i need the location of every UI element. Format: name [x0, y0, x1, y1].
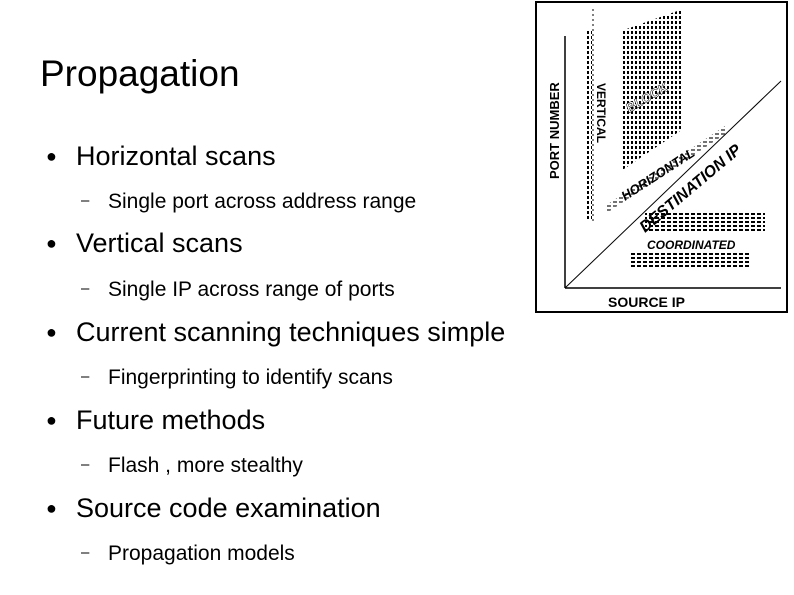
y-axis-label: PORT NUMBER — [547, 82, 562, 179]
slide-title: Propagation — [40, 53, 240, 94]
sub-bullet-text: Single port across address range — [108, 190, 417, 213]
coordinated-region-label: COORDINATED — [647, 238, 736, 252]
bullet-text: Future methods — [76, 405, 266, 435]
horizontal-scan-mark — [605, 126, 727, 213]
sub-bullet-text: Fingerprinting to identify scans — [108, 366, 393, 389]
coordinated-scan-mark — [645, 213, 765, 233]
bullet-dot-icon: ● — [46, 410, 57, 430]
bullet-text: Current scanning techniques simple — [76, 317, 506, 347]
bullet-dot-icon: ● — [46, 498, 57, 518]
coordinated-scan-mark — [631, 251, 751, 269]
dash-icon: – — [81, 544, 90, 561]
bullet-dot-icon: ● — [46, 322, 57, 342]
dash-icon: – — [81, 368, 90, 385]
sub-bullet-item: – Propagation models — [81, 541, 295, 567]
scan-types-diagram: PORT NUMBER SOURCE IP DESTINATION IP VER… — [535, 1, 788, 313]
dash-icon: – — [81, 280, 90, 297]
bullet-item: ● Source code examination — [46, 492, 381, 524]
bullet-text: Source code examination — [76, 493, 381, 523]
vertical-scan-mark — [586, 31, 592, 221]
sub-bullet-text: Flash , more stealthy — [108, 454, 303, 477]
dash-icon: – — [81, 456, 90, 473]
sub-bullet-item: – Single port across address range — [81, 189, 417, 215]
diagonal-axis-line — [564, 80, 782, 289]
sub-bullet-text: Propagation models — [108, 542, 295, 565]
sub-bullet-item: – Flash , more stealthy — [81, 453, 303, 479]
vertical-region-label: VERTICAL — [594, 83, 608, 143]
scan-types-figure: PORT NUMBER SOURCE IP DESTINATION IP VER… — [535, 1, 788, 313]
block-scan-mark — [621, 9, 683, 171]
sub-bullet-item: – Single IP across range of ports — [81, 277, 395, 303]
bullet-item: ● Current scanning techniques simple — [46, 316, 506, 348]
sub-bullet-item: – Fingerprinting to identify scans — [81, 365, 393, 391]
bullet-text: Horizontal scans — [76, 141, 276, 171]
bullet-dot-icon: ● — [46, 233, 57, 253]
bullet-item: ● Future methods — [46, 404, 266, 436]
sub-bullet-text: Single IP across range of ports — [108, 278, 395, 301]
bullet-text: Vertical scans — [76, 228, 243, 258]
bullet-item: ● Horizontal scans — [46, 140, 276, 172]
dash-icon: – — [81, 192, 90, 209]
bullet-item: ● Vertical scans — [46, 227, 243, 259]
bullet-dot-icon: ● — [46, 146, 57, 166]
x-axis-label: SOURCE IP — [608, 294, 685, 310]
